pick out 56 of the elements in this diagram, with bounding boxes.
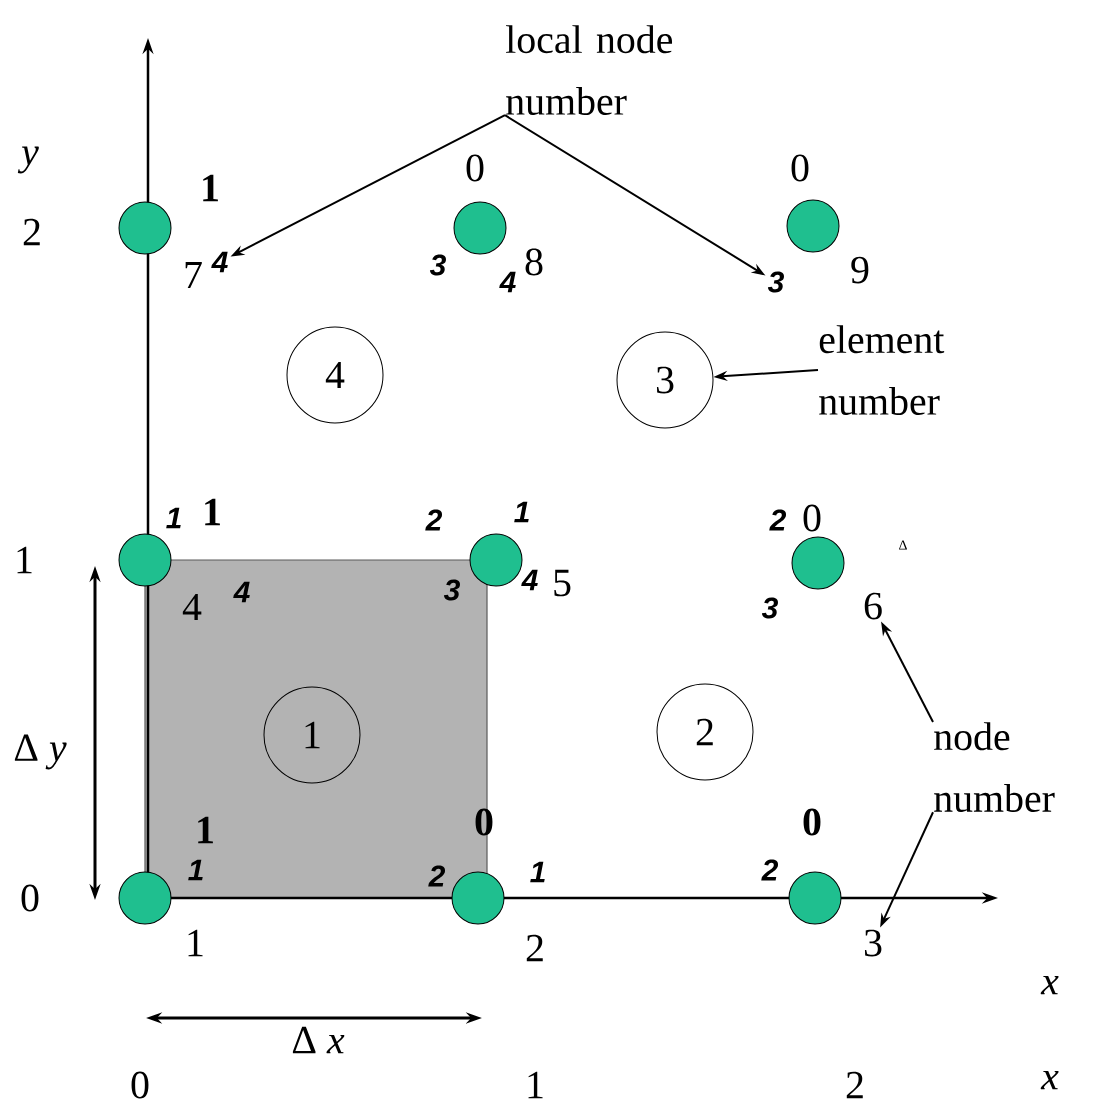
- local-number: 1: [188, 859, 203, 881]
- number-label: 2: [526, 934, 543, 962]
- number-label: 0: [475, 808, 493, 836]
- axis-label: y: [17, 146, 39, 174]
- number-label: 3: [864, 929, 882, 957]
- local-number: 1: [530, 861, 545, 883]
- number-label: 1: [188, 929, 203, 957]
- axis-label: x: [1040, 975, 1059, 995]
- number-label: 0: [131, 1071, 149, 1099]
- local-number: 2: [425, 509, 442, 531]
- local-number: 2: [428, 865, 445, 887]
- number-label: 3: [767, 271, 784, 293]
- mesh-node: [788, 871, 842, 925]
- local-number: 1: [166, 507, 181, 529]
- number-label: 0: [21, 884, 39, 912]
- mesh-node: [118, 533, 172, 587]
- axis-label: x: [1040, 1070, 1059, 1090]
- number-label: 8: [525, 248, 543, 276]
- mesh-node: [453, 201, 507, 255]
- mesh-node: [791, 536, 845, 590]
- number-label: 0: [803, 808, 821, 836]
- number-label: 1: [205, 498, 220, 526]
- mesh-node: [451, 871, 505, 925]
- local-number: 4: [521, 569, 538, 591]
- callout-text: node number: [934, 722, 1055, 812]
- number-label: 2: [846, 1071, 863, 1099]
- number-label: 1: [528, 1071, 543, 1099]
- local-number: 1: [514, 501, 529, 523]
- number-label: 0: [803, 504, 821, 532]
- local-number: 4: [233, 581, 250, 603]
- local-number: 3: [443, 579, 460, 601]
- mesh-node: [118, 871, 172, 925]
- local-number: 3: [761, 597, 778, 619]
- number-label: 2: [23, 218, 40, 246]
- number-label: 1: [203, 174, 218, 202]
- number-label: 6: [864, 592, 882, 620]
- number-label: 5: [554, 569, 571, 597]
- number-label: 7: [185, 261, 202, 289]
- number-label: 9: [851, 256, 869, 284]
- number-label: Δ y: [14, 734, 67, 770]
- local-number: 4: [499, 271, 516, 293]
- callout-text: local node number: [506, 25, 672, 115]
- mark-label: Δ: [899, 540, 907, 550]
- local-number: 2: [761, 859, 778, 881]
- mesh-node: [469, 533, 523, 587]
- local-number: 3: [429, 254, 446, 276]
- callout-text: element number: [819, 325, 945, 415]
- number-label: 0: [466, 154, 484, 182]
- number-label: 4: [211, 251, 228, 273]
- number-label: 1: [198, 816, 213, 844]
- number-label: Δ x: [292, 1026, 345, 1054]
- number-label: 1: [17, 546, 32, 574]
- number-label: 4: [182, 593, 202, 621]
- mesh-node: [786, 199, 840, 253]
- mesh-node: [118, 201, 172, 255]
- local-number: 2: [769, 509, 786, 531]
